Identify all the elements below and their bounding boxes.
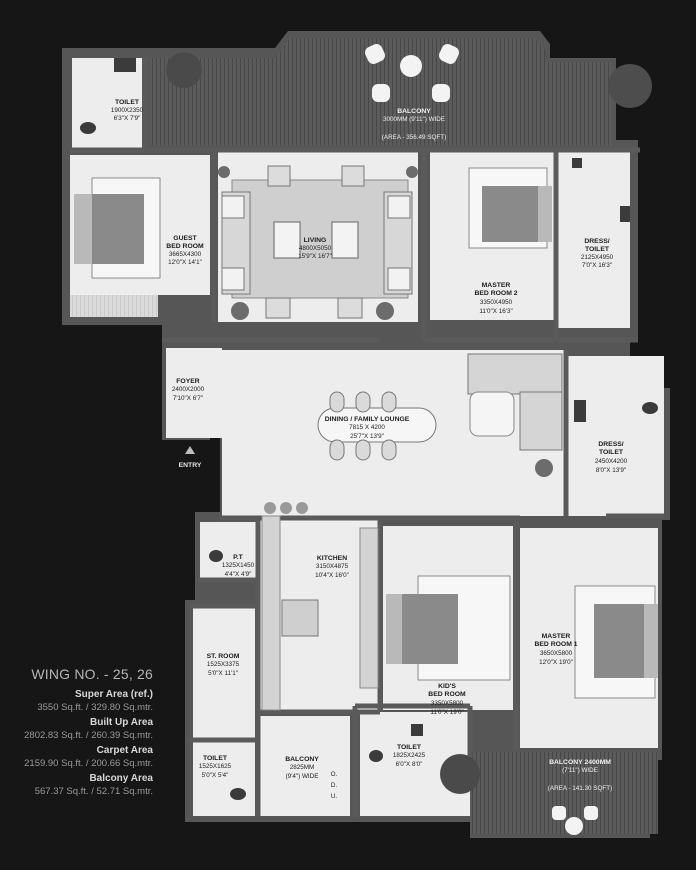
- balcony-top-name: BALCONY: [397, 108, 431, 115]
- master2-imp: 11'0"X 16'3": [479, 308, 512, 315]
- dress-mid-name-1: DRESS/: [598, 441, 623, 448]
- toilet-bottom-name: TOILET: [397, 744, 422, 751]
- room-labels: TOILET 1900X2350 6'3"X 7'9" BALCONY 3000…: [111, 99, 628, 800]
- dress-top-imp: 7'0"X 16'3": [582, 262, 612, 269]
- kitchen-dim: 3150X4875: [316, 563, 349, 570]
- foyer-imp: 7'10"X 6'7": [173, 395, 203, 402]
- master1-name-2: BED ROOM 1: [534, 641, 577, 648]
- st-room-dim: 1525X3375: [207, 661, 240, 668]
- balcony-area-value: 567.37 Sq.ft. / 52.71 Sq.mtr.: [34, 786, 153, 797]
- pt-name: P.T: [233, 554, 244, 561]
- guest-dim: 3665X4300: [169, 251, 202, 258]
- super-area-value: 3550 Sq.ft. / 329.80 Sq.mtr.: [37, 702, 153, 713]
- guest-imp: 12'0"X 14'1": [168, 259, 202, 266]
- toilet-left-dim: 1525X1625: [199, 763, 232, 770]
- toilet-top-dim: 1900X2350: [111, 107, 144, 114]
- toilet-top-imp: 6'3"X 7'9": [114, 115, 141, 122]
- living-dim: 4800X5050: [299, 245, 332, 252]
- living-name: LIVING: [304, 237, 327, 244]
- built-up-area-value: 2802.83 Sq.ft. / 260.39 Sq.mtr.: [24, 730, 153, 741]
- dress-top-name-1: DRESS/: [584, 238, 609, 245]
- balcony-top-dim: 3000MM (9'11") WIDE: [383, 116, 445, 123]
- kitchen-name: KITCHEN: [317, 555, 347, 562]
- st-room-imp: 5'0"X 11'1": [208, 670, 238, 677]
- beds: [74, 167, 658, 699]
- balcony-bottom-dim: (7'11") WIDE: [562, 767, 598, 774]
- kitchen-furniture: [261, 502, 379, 711]
- guest-name-2: BED ROOM: [166, 243, 204, 250]
- kids-imp: 11'0"X 19'0": [430, 709, 463, 716]
- kids-dim: 3350X5800: [431, 700, 464, 707]
- dining-imp: 25'7"X 13'9": [350, 433, 384, 440]
- carpet-area-value: 2159.90 Sq.ft. / 200.66 Sq.mtr.: [24, 758, 153, 769]
- master2-dim: 3350X4950: [480, 299, 513, 306]
- pt-dim: 1325X1450: [222, 562, 255, 569]
- master1-dim: 3650X5800: [540, 650, 573, 657]
- dining-dim: 7815 X 4200: [349, 424, 385, 431]
- super-area-label: Super Area (ref.): [75, 689, 153, 700]
- living-furniture: [218, 165, 418, 320]
- dress-top-name-2: TOILET: [585, 246, 610, 253]
- toilet-left-imp: 5'0"X 5'4": [202, 772, 229, 779]
- wing-number: WING NO. - 25, 26: [31, 666, 153, 682]
- odu-l3: U.: [331, 793, 338, 800]
- foyer-dim: 2400X2000: [172, 386, 205, 393]
- guest-name-1: GUEST: [173, 235, 197, 242]
- fixtures: [80, 58, 658, 800]
- toilet-top-name: TOILET: [115, 99, 140, 106]
- area-info-panel: WING NO. - 25, 26 Super Area (ref.) 3550…: [0, 666, 153, 797]
- dress-mid-name-2: TOILET: [599, 449, 624, 456]
- partitions: [70, 58, 664, 818]
- toilet-bottom-imp: 6'0"X 8'0": [396, 761, 423, 768]
- toilet-left-name: TOILET: [203, 755, 228, 762]
- foyer-name: FOYER: [176, 378, 200, 385]
- balcony-bottom-area: (AREA - 141.30 SQFT): [548, 785, 612, 792]
- built-up-area-label: Built Up Area: [90, 717, 153, 728]
- entry-label: ENTRY: [179, 462, 202, 469]
- master2-name-2: BED ROOM 2: [474, 290, 517, 297]
- kids-name-2: BED ROOM: [428, 691, 466, 698]
- master1-name-1: MASTER: [542, 633, 571, 640]
- odu-l1: O.: [331, 771, 338, 778]
- kids-name-1: KID'S: [438, 683, 456, 690]
- dining-furniture: [317, 353, 563, 477]
- dining-name: DINING / FAMILY LOUNGE: [325, 416, 410, 423]
- balcony-area-label: Balcony Area: [89, 773, 153, 784]
- balcony-furniture: [166, 44, 652, 835]
- toilet-bottom-dim: 1825X2425: [393, 752, 426, 759]
- pt-imp: 4'4"X 4'9": [225, 571, 252, 578]
- dress-mid-imp: 8'0"X 13'9": [596, 467, 626, 474]
- odu-l2: D.: [331, 782, 338, 789]
- dress-mid-dim: 2450X4200: [595, 458, 628, 465]
- entry-arrow-icon: [185, 446, 195, 454]
- balcony-top-area: (AREA - 356.49 SQFT): [382, 134, 446, 141]
- balcony-bottom-name: BALCONY 2400MM: [549, 759, 611, 766]
- balcony-small-imp: (9'4") WIDE: [286, 773, 319, 780]
- dress-top-dim: 2125X4950: [581, 254, 614, 261]
- master1-imp: 12'0"X 19'0": [539, 659, 573, 666]
- st-room-name: ST. ROOM: [207, 653, 240, 660]
- kitchen-imp: 10'4"X 16'0": [315, 572, 349, 579]
- carpet-area-label: Carpet Area: [96, 745, 153, 756]
- balcony-small-name: BALCONY: [285, 756, 319, 763]
- balcony-small-dim: 2825MM: [290, 764, 315, 771]
- master2-name-1: MASTER: [482, 282, 511, 289]
- living-imp: 15'9"X 16'7": [298, 253, 332, 260]
